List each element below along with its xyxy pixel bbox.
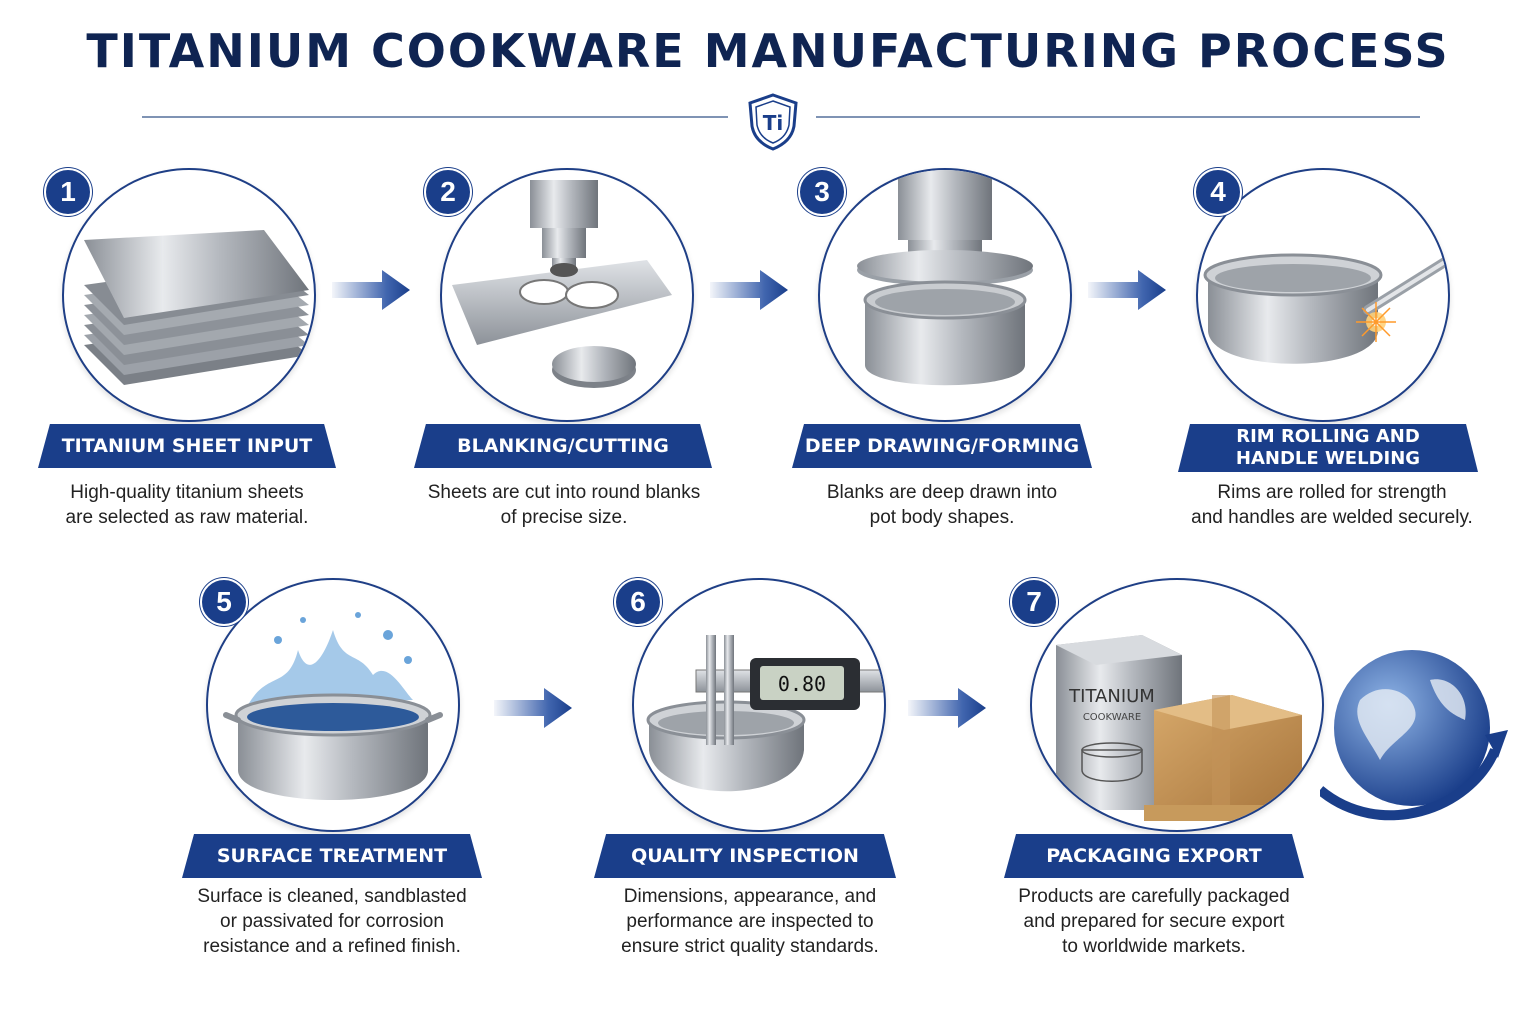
step-5-image [206, 578, 460, 832]
caliper-reading: 0.80 [778, 672, 826, 696]
process-arrow-icon [332, 270, 410, 310]
welded-saucepan-icon [1203, 253, 1448, 364]
step-6-title: QUALITY INSPECTION [594, 834, 896, 878]
step-1-title: TITANIUM SHEET INPUT [38, 424, 336, 468]
titanium-shield-icon: Ti [748, 93, 798, 151]
box-sub-text: COOKWARE [1083, 712, 1141, 723]
step-3-description: Blanks are deep drawn into pot body shap… [826, 482, 1058, 528]
process-arrow-icon [1088, 270, 1166, 310]
step-5-description: Surface is cleaned, sandblasted or passi… [197, 886, 467, 957]
step-6-number: 6 [614, 578, 662, 626]
step-1-description: High-quality titanium sheets are selecte… [65, 482, 309, 528]
step-4-number: 4 [1194, 168, 1242, 216]
step-7-description: Products are carefully packaged and prep… [1018, 886, 1290, 957]
step-6-image: 0.80 [632, 578, 886, 832]
step-7-number: 7 [1010, 578, 1058, 626]
process-arrow-icon [710, 270, 788, 310]
step-1-image [62, 168, 316, 422]
step-3-title: DEEP DRAWING/FORMING [792, 424, 1092, 468]
punch-press-icon [452, 180, 672, 388]
globe-icon [1320, 650, 1508, 821]
step-4-description: Rims are rolled for strength and handles… [1191, 482, 1473, 528]
step-4-title: RIM ROLLING AND HANDLE WELDING [1178, 424, 1478, 472]
step-2-description: Sheets are cut into round blanks of prec… [427, 482, 701, 528]
box-brand-text: TITANIUM [1068, 686, 1155, 707]
step-5-number: 5 [200, 578, 248, 626]
process-arrow-icon [494, 688, 572, 728]
shipping-box-icon: TITANIUM COOKWARE [1056, 635, 1314, 821]
digital-caliper-icon: 0.80 [646, 635, 884, 792]
titanium-sheet-stack-icon [84, 230, 309, 385]
step-2-image [440, 168, 694, 422]
step-7-image: TITANIUM COOKWARE [1030, 578, 1324, 832]
step-1-number: 1 [44, 168, 92, 216]
deep-draw-press-icon [857, 170, 1033, 386]
title-divider-right [816, 116, 1420, 118]
step-2-number: 2 [424, 168, 472, 216]
step-3-number: 3 [798, 168, 846, 216]
step-3-image [818, 168, 1072, 422]
page-title: TITANIUM COOKWARE MANUFACTURING PROCESS [86, 24, 1450, 78]
title-divider-left [142, 116, 728, 118]
step-7-title: PACKAGING EXPORT [1004, 834, 1304, 878]
step-5-title: SURFACE TREATMENT [182, 834, 482, 878]
step-6-description: Dimensions, appearance, and performance … [621, 886, 879, 957]
step-4-image [1196, 168, 1450, 422]
badge-text: Ti [763, 111, 784, 135]
process-arrow-icon [908, 688, 986, 728]
water-splash-pot-icon [223, 612, 443, 800]
step-2-title: BLANKING/CUTTING [414, 424, 712, 468]
